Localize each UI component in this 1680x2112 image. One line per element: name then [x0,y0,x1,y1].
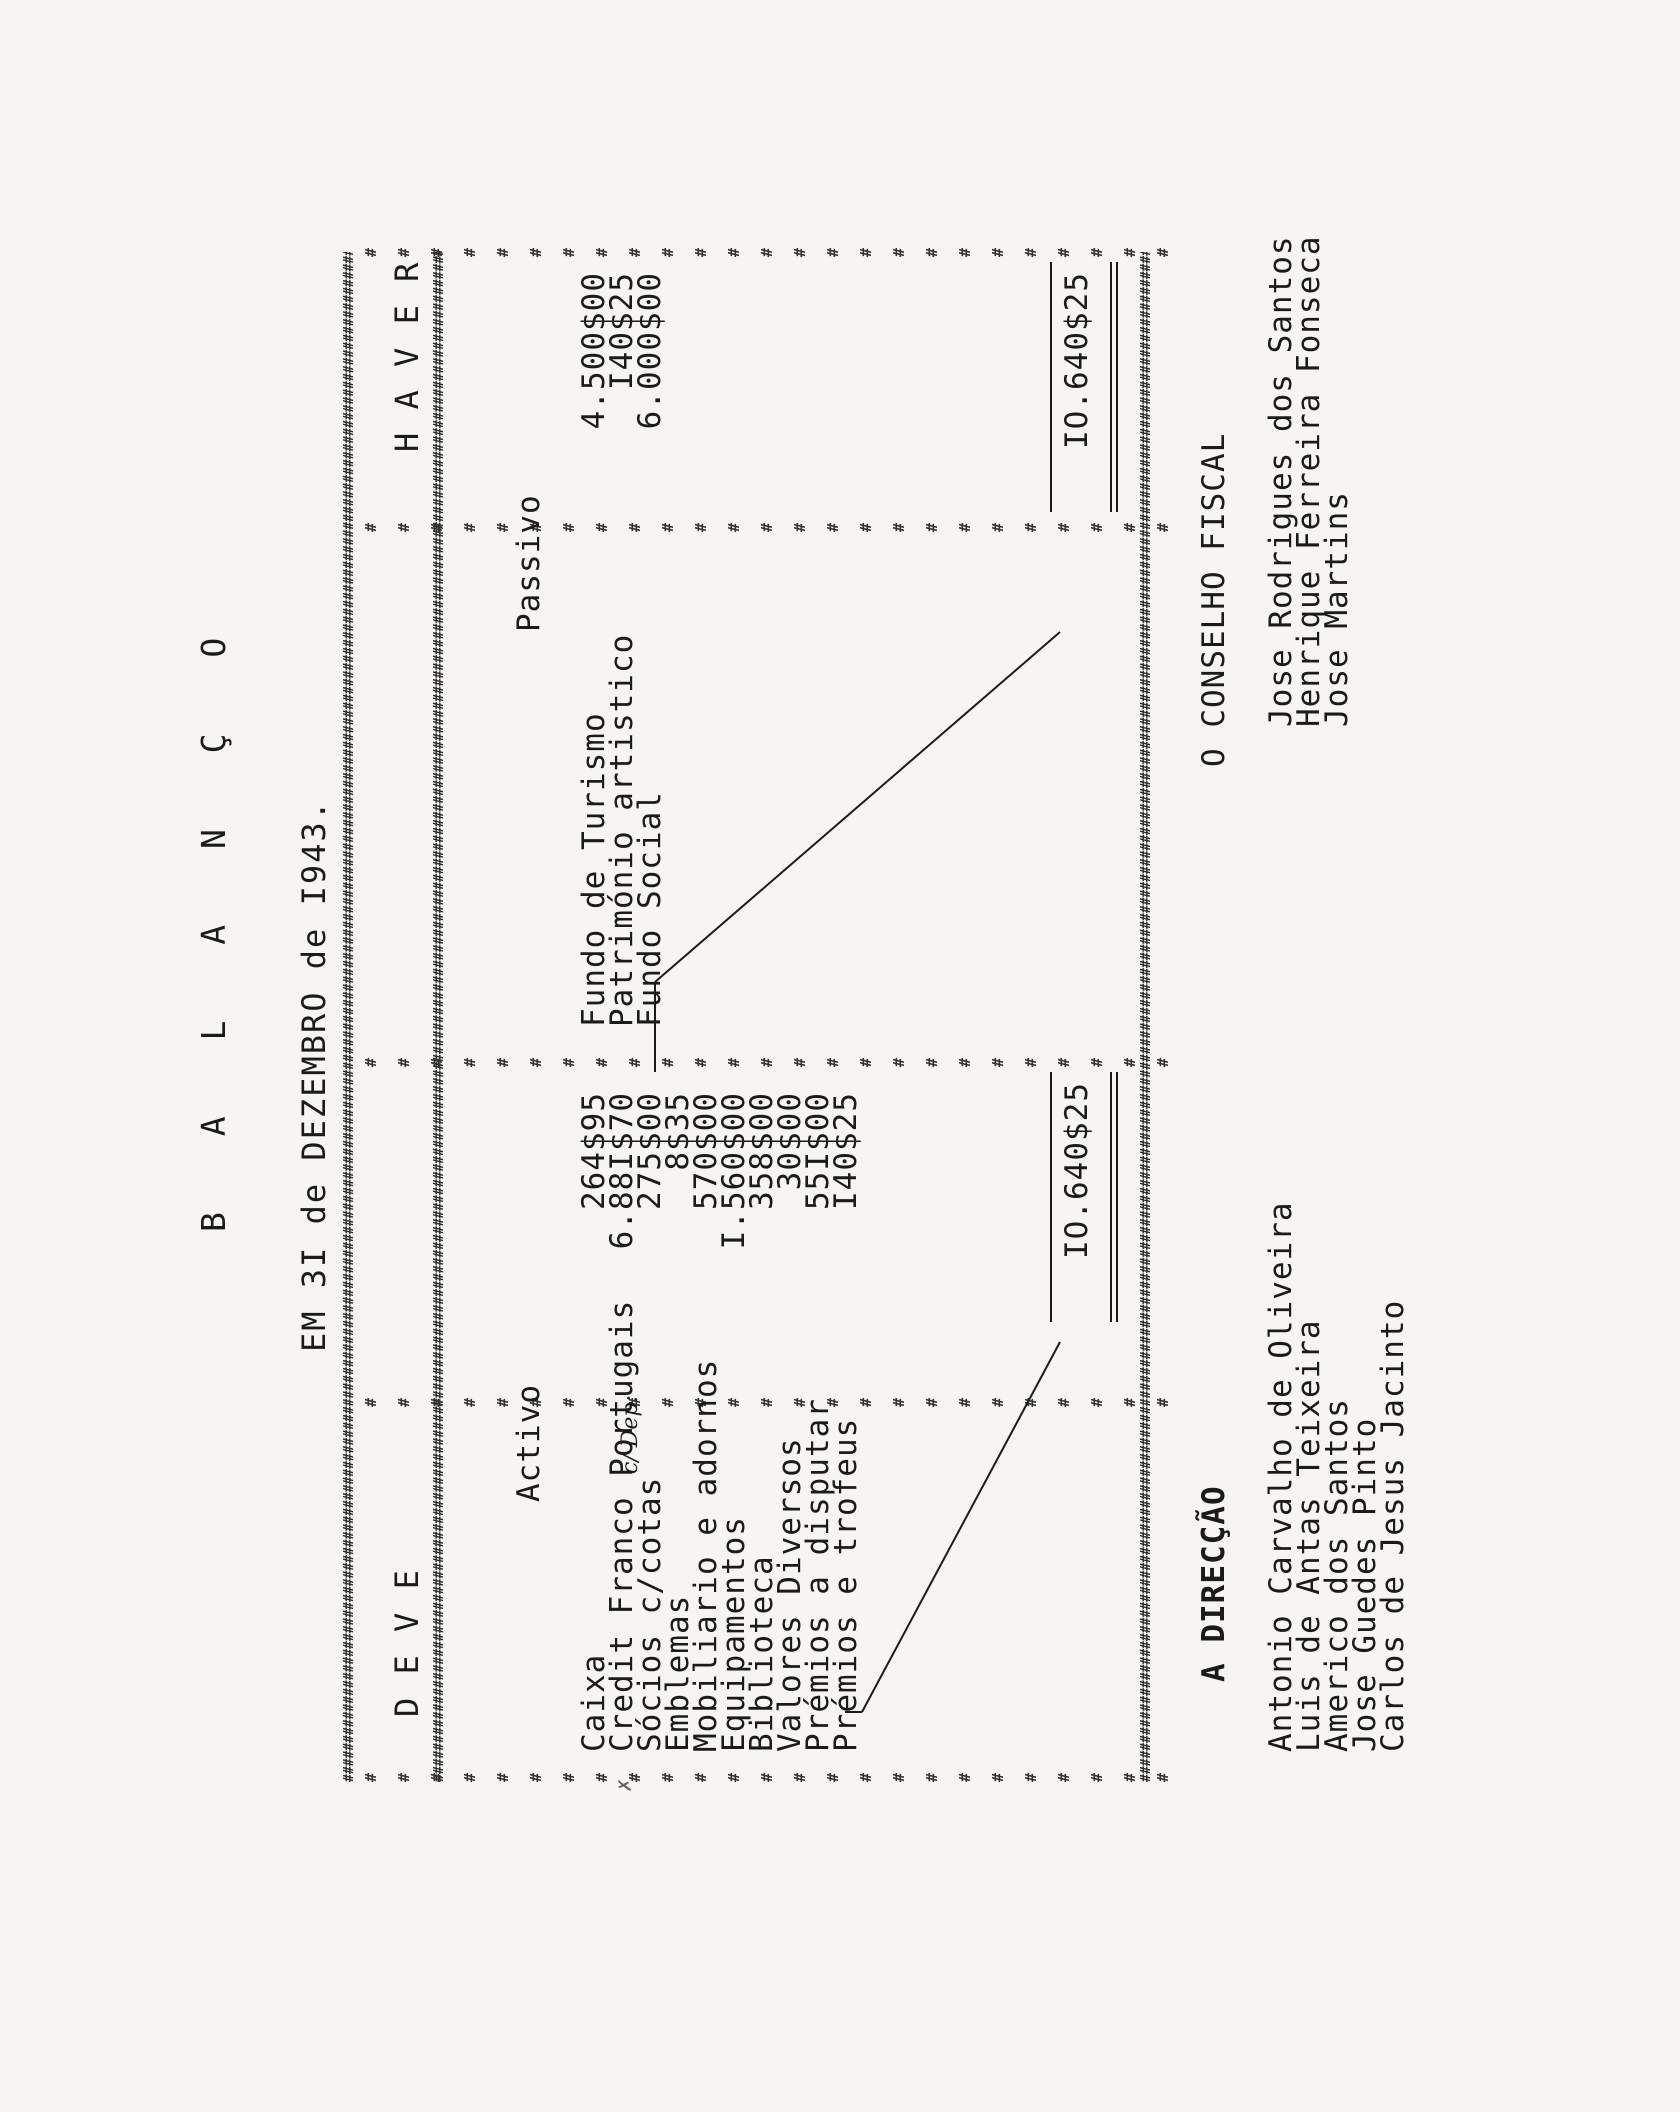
haver-total: IO.640$25 [1059,272,1095,449]
haver-item-label: Fundo Social [632,791,668,1027]
deve-total-rule-bottom-2 [1116,1072,1118,1322]
deve-total-rule-bottom-1 [1110,1072,1112,1322]
direccao-title: A DIRECÇÃO [1196,1485,1232,1682]
conselho-title: O CONSELHO FISCAL [1196,432,1232,767]
margin-mark: ✗ [612,1778,637,1792]
conselho-member: Jose Martins [1319,491,1355,727]
deve-total: IO.640$25 [1059,1082,1095,1259]
haver-total-rule-bottom-1 [1110,262,1112,512]
haver-total-rule-top [1050,262,1052,512]
haver-total-rule-bottom-2 [1116,262,1118,512]
direccao-member: Carlos de Jesus Jacinto [1375,1299,1411,1752]
haver-item-value: 6.000$00 [632,272,668,430]
deve-total-rule-top [1050,1072,1052,1322]
